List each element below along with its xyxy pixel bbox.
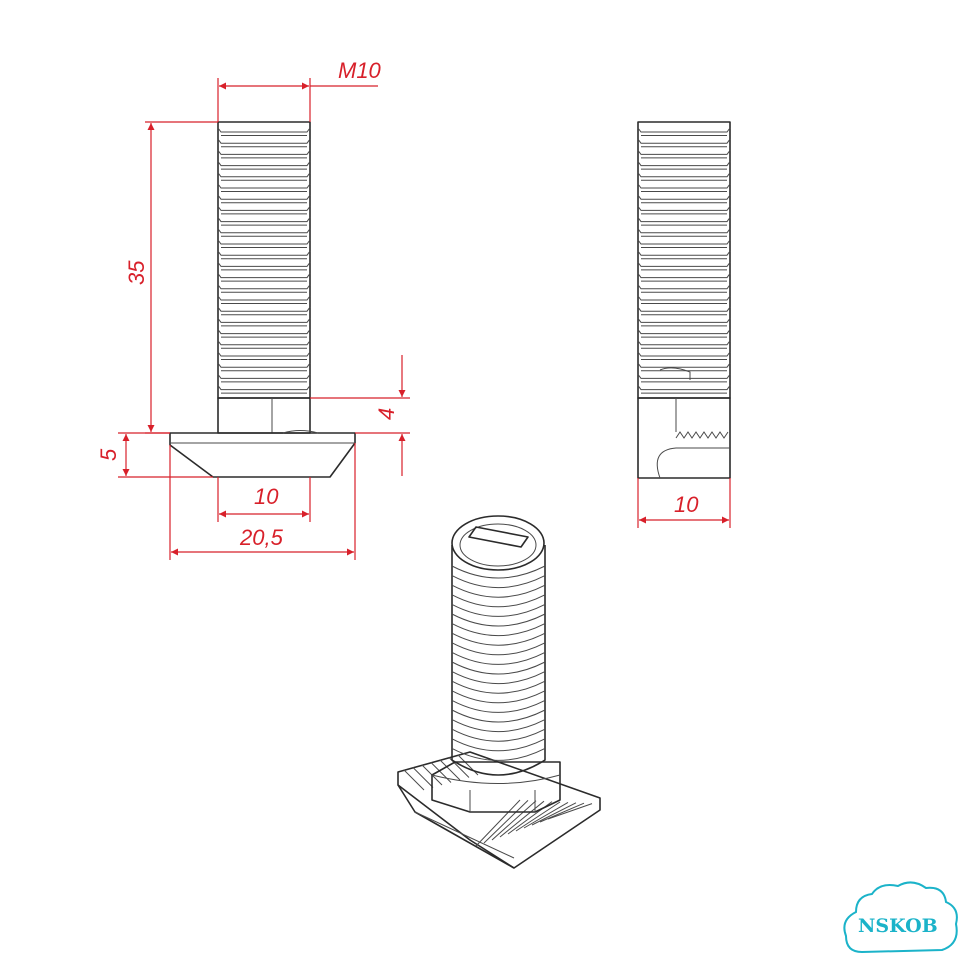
dimension-label-head-height: 5 — [96, 448, 121, 461]
front-t-head — [169, 430, 356, 478]
dimension-label-hex-width-side: 10 — [674, 492, 699, 517]
side-head — [637, 397, 731, 479]
iso-shank — [451, 515, 546, 776]
watermark-badge: NSKOB — [843, 881, 958, 954]
iso-thread-lines — [451, 565, 546, 761]
dimension-thread-size: M10 — [217, 58, 382, 122]
slot-recess — [468, 526, 529, 548]
cloud-shape — [843, 881, 958, 954]
isometric-view — [397, 515, 601, 869]
dimension-hex-width-front: 10 — [217, 477, 311, 522]
dimension-head-width: 20,5 — [169, 443, 356, 560]
dimension-thread-length: 35 — [124, 121, 218, 434]
dimension-label-thread-length: 35 — [124, 260, 149, 285]
dimension-head-height: 5 — [96, 432, 213, 478]
dimension-label-hex-height: 4 — [374, 408, 399, 420]
watermark-text: NSKOB — [858, 915, 938, 937]
front-view — [169, 121, 356, 478]
side-view — [637, 121, 731, 479]
dimension-hex-height: 4 — [310, 355, 410, 476]
iso-serrations-right — [475, 799, 593, 847]
iso-hex-neck — [431, 761, 561, 813]
dimension-label-hex-width-front: 10 — [254, 484, 279, 509]
dimension-label-thread-size: M10 — [338, 58, 382, 83]
front-hex-neck — [217, 397, 311, 434]
side-thread-lines — [637, 127, 731, 394]
dimension-label-head-width: 20,5 — [239, 525, 284, 550]
dimension-hex-width-side: 10 — [637, 478, 731, 528]
front-thread-lines — [217, 127, 311, 394]
iso-t-head — [397, 751, 601, 869]
